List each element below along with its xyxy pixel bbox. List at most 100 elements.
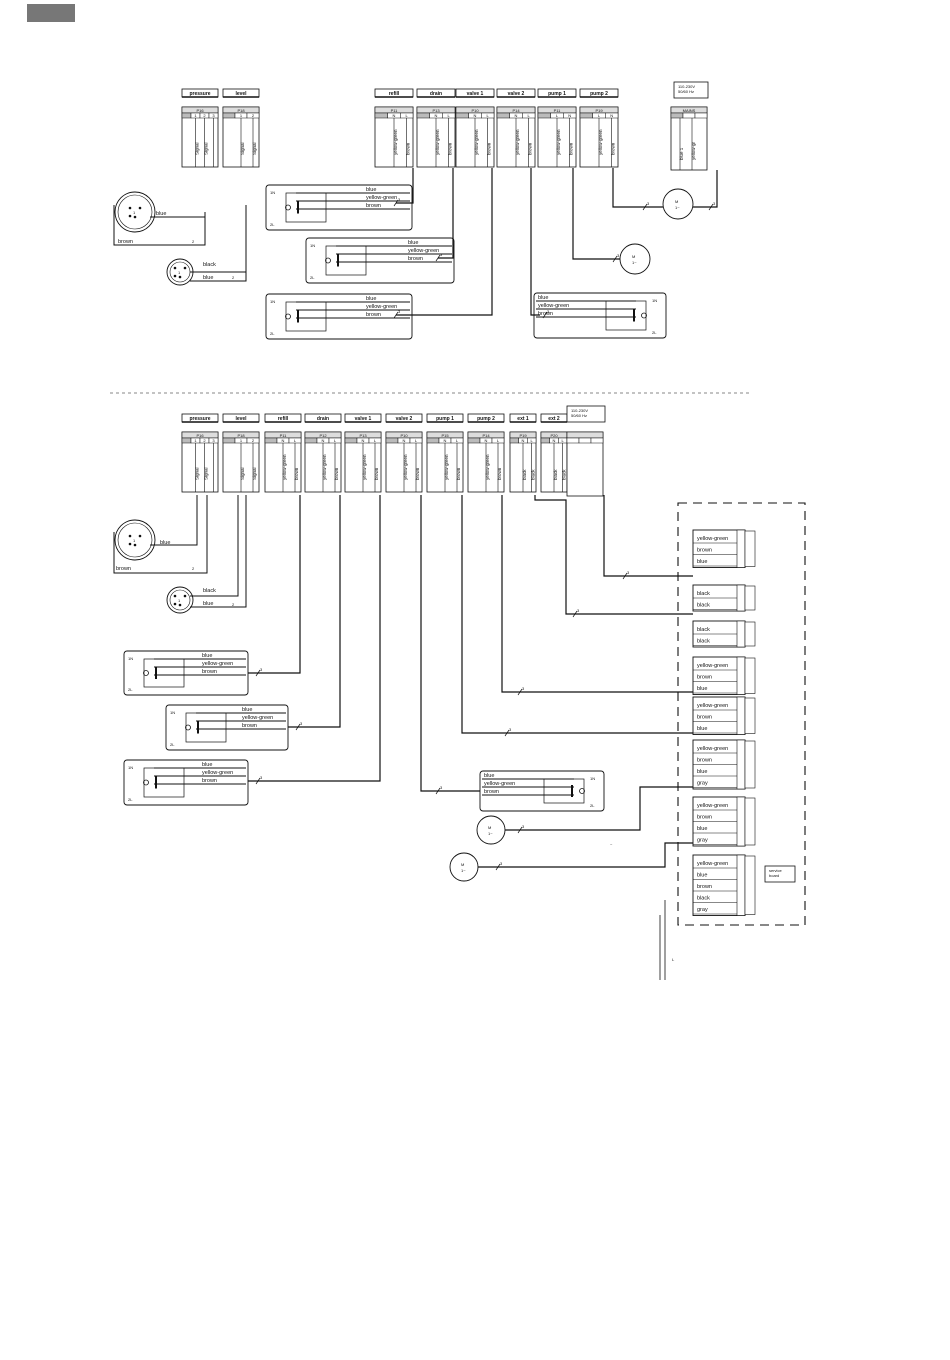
valve-wire-label: yellow-green — [366, 304, 397, 310]
sensor-pin — [128, 206, 132, 210]
connector-pin — [374, 112, 388, 119]
sensor-pin — [183, 266, 187, 270]
connector-label: valve 2 — [508, 91, 525, 97]
valve-housing — [123, 650, 249, 696]
connector-label: refill — [278, 416, 289, 422]
terminal-wire-label: gray — [697, 838, 708, 844]
valve-pin-1n: 1N — [652, 298, 657, 303]
wire-color-label: yellow-green — [282, 454, 287, 480]
pin-label: N — [393, 113, 396, 118]
pin-label: N — [568, 113, 571, 118]
valve-wire-label: blue — [366, 187, 376, 193]
sensor-ring — [117, 194, 153, 230]
wire-color-label: Signal — [240, 467, 245, 480]
valve-pin-2l: 2L — [270, 222, 275, 227]
connector-pin — [426, 437, 440, 444]
valve-wire-label: brown — [366, 203, 381, 209]
wire-color-label: Signal — [204, 467, 209, 480]
sensor-wire-label: blue — [156, 211, 166, 217]
wire — [438, 168, 454, 259]
terminal-wire-label: gray — [697, 781, 708, 787]
valve-wire-label: brown — [202, 669, 217, 675]
valve-wire-label: yellow-green — [242, 715, 273, 721]
wire — [248, 495, 381, 782]
wire-color-label: yellow-green — [444, 454, 449, 480]
terminal-wire-label: black — [697, 639, 710, 645]
pin-label: 3 — [212, 438, 215, 443]
valve-pin-1n: 1N — [170, 710, 175, 715]
valve-wire-label: brown — [202, 778, 217, 784]
pressure-sensor-top: 1 — [114, 191, 156, 233]
terminal-wire-label: black — [697, 591, 710, 597]
terminal-wire-label: blue — [697, 873, 707, 879]
wire-color-label: black — [553, 469, 558, 480]
sensor-pin-label: 1 — [133, 210, 136, 215]
wire-count: 2 — [232, 275, 235, 280]
valve-housing — [305, 237, 455, 284]
connector-id: P10 — [471, 108, 479, 113]
sensor-body — [114, 519, 156, 561]
wire — [534, 495, 693, 615]
wire — [612, 168, 663, 208]
wire — [517, 688, 523, 696]
terminal-wire-label: yellow-green — [697, 803, 728, 809]
connector-id: P16 — [196, 433, 204, 438]
wire — [113, 205, 206, 246]
connector-id: P13 — [359, 433, 367, 438]
terminal-wire-label: blue — [697, 686, 707, 692]
valve-pin-2l: 2L — [170, 742, 175, 747]
pump-2-motor-top — [662, 188, 694, 220]
terminal-wire-label: blue — [697, 559, 707, 565]
terminal-wire-label: blue — [697, 726, 707, 732]
sensor-wire-label: blue — [203, 275, 213, 281]
wire-color-label: Signal — [204, 142, 209, 155]
connector-label: ext 2 — [548, 416, 560, 422]
terminal-pin-strip — [736, 796, 746, 847]
terminal-wire-label: brown — [697, 675, 712, 681]
terminal-pin-strip — [736, 854, 746, 916]
motor-body — [449, 852, 479, 882]
terminal-wire-label: brown — [697, 815, 712, 821]
wire — [530, 168, 540, 316]
wire — [190, 495, 239, 597]
pin-label: L — [556, 113, 559, 118]
wire-color-label: yellow-green — [322, 454, 327, 480]
pin-label: 2 — [252, 113, 255, 118]
connector-pin — [509, 437, 519, 444]
terminal-plug — [744, 697, 756, 734]
sensor-pin — [128, 214, 132, 218]
wire — [190, 205, 247, 282]
sensor-pin — [183, 594, 187, 598]
wire-count: 3 — [500, 861, 503, 866]
pin-label: 1 — [194, 438, 197, 443]
wire — [435, 254, 441, 262]
valve-pin-1n: 1N — [310, 243, 315, 248]
connector-pin — [537, 112, 551, 119]
pin-label: N — [362, 438, 365, 443]
wire-color-label: black — [522, 469, 527, 480]
wire-color-label: brown — [528, 142, 533, 155]
terminal-wire-label: yellow-green — [697, 861, 728, 867]
connector-id: P18 — [237, 108, 245, 113]
valve-ground-symbol — [325, 257, 331, 264]
valve-ground-symbol — [641, 312, 647, 319]
valve-ground-symbol — [285, 313, 291, 320]
mains-label: MAINS — [683, 108, 696, 113]
pin-label: N — [282, 438, 285, 443]
wire-color-label: black — [562, 469, 567, 480]
terminal-wire-label: brown — [697, 548, 712, 554]
terminal-block — [692, 529, 746, 568]
motor-body — [476, 815, 506, 845]
terminal-wire-label: blue — [697, 769, 707, 775]
wire-color-label: yellow-green — [556, 129, 561, 155]
service-board-box — [764, 865, 796, 883]
pump-2-motor-bottom — [449, 852, 479, 882]
wire-color-label: yellow-green — [362, 454, 367, 480]
voltage-box — [673, 81, 709, 99]
mains-pin — [694, 112, 708, 119]
valve-pin-1n: 1N — [128, 765, 133, 770]
valve-wire-label: blue — [242, 707, 252, 713]
